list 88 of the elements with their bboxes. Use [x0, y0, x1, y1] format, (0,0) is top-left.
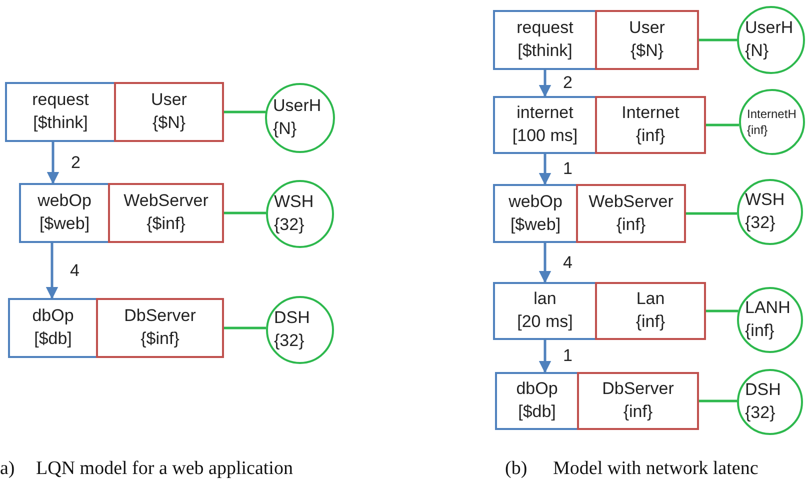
caption: a): [0, 458, 15, 480]
connector-line: [706, 310, 738, 312]
node-parameter: {$inf}: [146, 213, 186, 235]
node-parameter: [$think]: [33, 112, 88, 134]
node-name: webOp: [38, 190, 92, 212]
edge-label: 2: [71, 154, 80, 170]
node-parameter: {$N}: [152, 112, 186, 134]
connector-line: [699, 38, 737, 42]
node-parameter: [$db]: [518, 401, 556, 423]
node-name: UserH: [745, 17, 794, 40]
task-box: [108, 183, 224, 243]
node-name: LANH: [745, 297, 790, 320]
node-name: WebServer: [588, 190, 674, 213]
node-name: DbServer: [602, 378, 674, 400]
node-parameter: [$db]: [34, 328, 72, 350]
connector-line: [686, 212, 738, 215]
node-name: InternetH: [747, 106, 796, 122]
connector-line: [224, 326, 266, 330]
entry-box: [8, 298, 98, 358]
node-parameter: {inf}: [747, 122, 768, 138]
caption: (b): [505, 458, 528, 480]
node-parameter: [$web]: [39, 213, 90, 235]
entry-box: [493, 184, 578, 243]
entry-box: [19, 183, 110, 243]
node-name: User: [151, 89, 187, 112]
node-name: webOp: [508, 190, 562, 213]
node-name: WSH: [745, 189, 785, 212]
node-parameter: [100 ms]: [512, 125, 578, 147]
node-name: request: [32, 89, 89, 112]
node-name: DSH: [745, 379, 781, 402]
edge-label: 1: [563, 347, 572, 364]
node-parameter: [20 ms]: [517, 311, 573, 333]
node-name: UserH: [273, 95, 322, 118]
arrow: [538, 154, 552, 186]
arrow: [538, 70, 552, 98]
edge-label: 1: [563, 160, 572, 177]
node-parameter: {32}: [274, 214, 304, 236]
node-parameter: {$N}: [630, 40, 664, 62]
node-parameter: {N}: [745, 40, 769, 62]
node-name: lan: [534, 288, 556, 310]
task-box: [576, 184, 686, 243]
node-name: dbOp: [516, 378, 558, 400]
connector-line: [699, 400, 738, 402]
arrow: [538, 243, 552, 284]
node-name: DSH: [274, 307, 310, 330]
connector-line: [224, 110, 266, 114]
entry-box: [493, 10, 597, 70]
arrow: [538, 340, 552, 374]
node-name: Lan: [636, 288, 665, 310]
entry-box: [493, 282, 597, 340]
node-parameter: {32}: [274, 330, 304, 352]
caption: LQN model for a web application: [36, 458, 293, 480]
node-parameter: [$web]: [510, 214, 561, 236]
node-name: request: [516, 17, 574, 40]
node-parameter: {inf}: [623, 401, 653, 423]
task-box: [595, 96, 706, 154]
caption: Model with network latenc: [553, 458, 758, 480]
arrow: [46, 243, 58, 300]
node-parameter: {inf}: [636, 311, 666, 333]
node-name: WSH: [274, 191, 314, 214]
connector-line: [706, 124, 740, 126]
node-parameter: {$inf}: [140, 328, 180, 350]
task-box: [577, 372, 699, 430]
task-box: [595, 282, 706, 340]
node-parameter: {32}: [745, 212, 776, 234]
node-name: Internet: [622, 102, 680, 124]
task-box: [114, 82, 224, 142]
node-parameter: [$think]: [518, 40, 572, 62]
node-name: dbOp: [32, 305, 74, 328]
node-name: User: [629, 17, 665, 40]
node-parameter: {inf}: [616, 214, 646, 236]
node-name: DbServer: [124, 305, 196, 328]
edge-label: 4: [563, 254, 572, 270]
task-box: [96, 298, 224, 358]
node-parameter: {inf}: [636, 125, 666, 147]
edge-label: 4: [70, 262, 80, 278]
task-box: [595, 10, 699, 70]
node-name: internet: [516, 102, 574, 124]
node-name: WebServer: [124, 190, 208, 212]
edge-label: 2: [563, 74, 572, 91]
connector-line: [224, 212, 266, 214]
node-parameter: {inf}: [745, 320, 774, 342]
node-parameter: {32}: [745, 402, 776, 424]
arrow: [46, 142, 60, 184]
entry-box: [5, 82, 116, 142]
entry-box: [493, 96, 597, 154]
node-parameter: {N}: [273, 118, 297, 140]
entry-box: [495, 372, 579, 430]
